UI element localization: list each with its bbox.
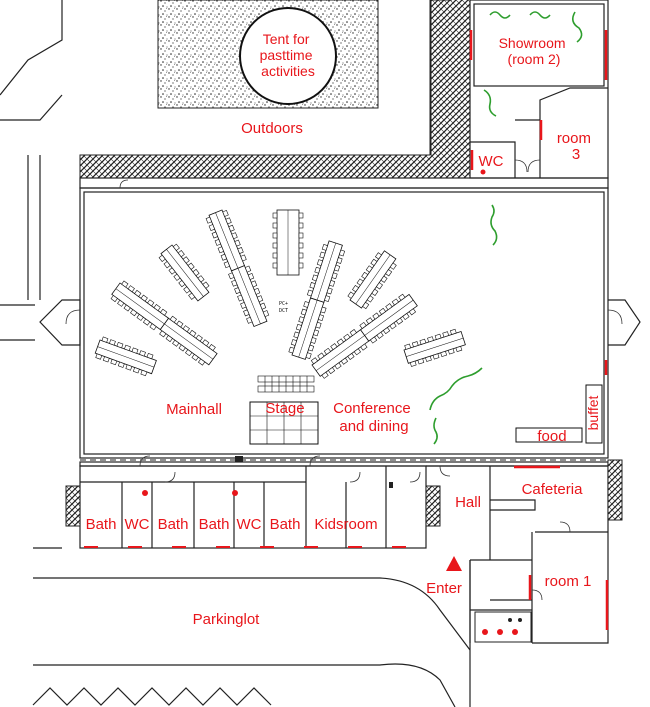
room1-label: room 1	[545, 573, 592, 590]
room3-label: room 3	[557, 130, 595, 163]
site-outlines	[0, 0, 471, 707]
food-counter	[515, 427, 583, 443]
bath-3-label: Bath	[199, 516, 230, 533]
stage	[249, 375, 319, 445]
enter-label: Enter	[426, 580, 462, 597]
food-label: food	[537, 428, 566, 445]
tent	[239, 7, 337, 105]
wc-1-label: WC	[125, 516, 150, 533]
hall-label: Hall	[455, 494, 481, 511]
north-wing	[469, 0, 609, 179]
room-labels: Tent for pasttime activities Outdoors Sh…	[86, 31, 601, 628]
east-wing	[426, 459, 623, 644]
south-wing	[65, 455, 441, 549]
bath-1-label: Bath	[86, 516, 117, 533]
conference-label: Conference and dining	[333, 400, 415, 435]
showroom-label: Showroom (room 2)	[499, 35, 570, 67]
svg-text:DCT: DCT	[279, 308, 288, 314]
buffet-counter	[585, 384, 603, 444]
mainhall-label: Mainhall	[166, 401, 222, 418]
cafeteria-label: Cafeteria	[522, 481, 584, 498]
parkinglot-label: Parkinglot	[193, 611, 261, 628]
dining-tables: PC+ DCT	[93, 208, 468, 380]
plants	[429, 11, 583, 445]
wc-2-label: WC	[237, 516, 262, 533]
bath-2-label: Bath	[158, 516, 189, 533]
wc-top-label: WC	[479, 153, 504, 170]
stage-label: Stage	[265, 400, 304, 417]
outdoors-label: Outdoors	[241, 120, 303, 137]
tent-label: Tent for pasttime activities	[260, 31, 317, 79]
kidsroom-label: Kidsroom	[314, 516, 377, 533]
entrance-triangle-icon	[446, 556, 462, 571]
svg-text:PC+: PC+	[279, 301, 288, 307]
buffet-label: buffet	[585, 396, 601, 431]
bath-4-label: Bath	[270, 516, 301, 533]
